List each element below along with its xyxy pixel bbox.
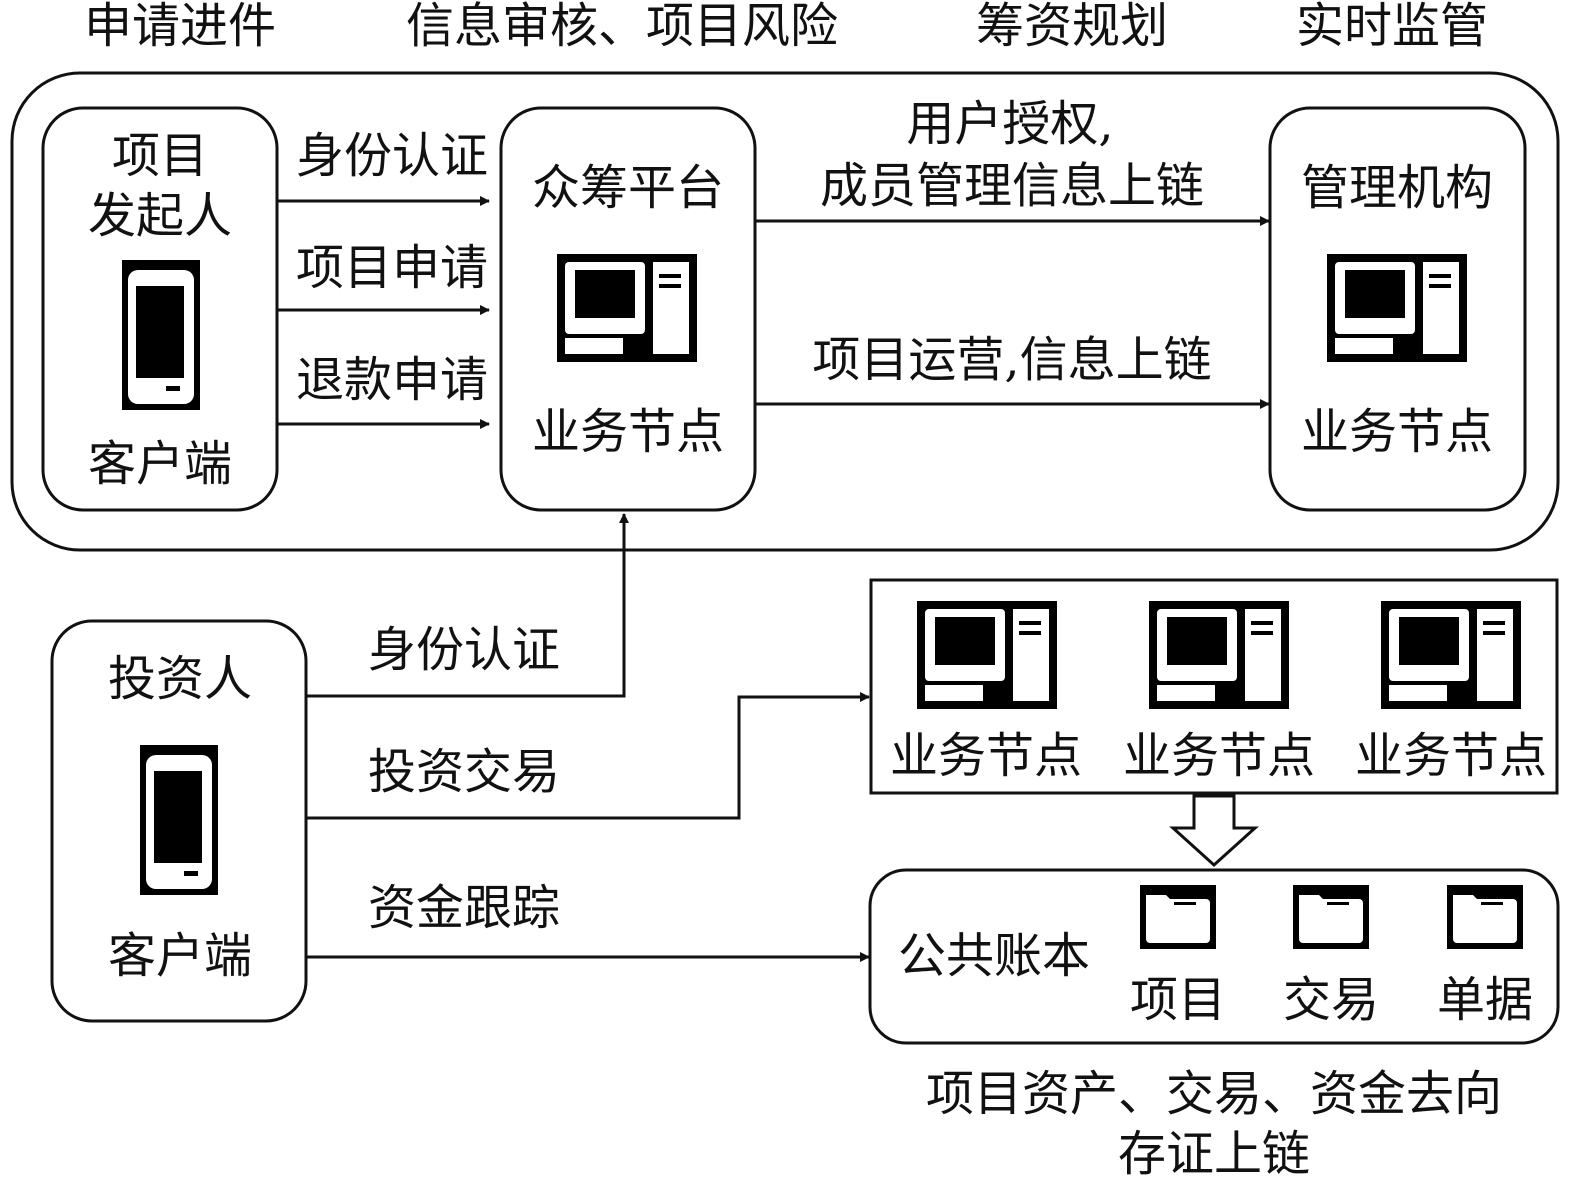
flow-label-refund-application: 退款申请 bbox=[296, 352, 488, 408]
computer-icon bbox=[917, 601, 1057, 709]
caption-line2: 存证上链 bbox=[1118, 1126, 1310, 1182]
arrow-investor-identity bbox=[306, 513, 629, 698]
stage-label-supervision: 实时监管 bbox=[1296, 0, 1488, 54]
node-cluster-box bbox=[869, 578, 1559, 795]
stage-label-planning: 筹资规划 bbox=[976, 0, 1168, 54]
investor-device-label: 客户端 bbox=[108, 928, 252, 984]
ledger-item-receipt: 单据 bbox=[1437, 972, 1533, 1028]
cluster-node-label-1: 业务节点 bbox=[890, 728, 1082, 784]
folder-icon bbox=[1293, 885, 1369, 949]
flow-label-fund-tracking: 资金跟踪 bbox=[368, 880, 560, 936]
stage-label-application: 申请进件 bbox=[84, 0, 276, 54]
platform-box bbox=[499, 106, 757, 512]
initiator-device-label: 客户端 bbox=[88, 436, 232, 492]
hollow-down-arrow bbox=[1169, 794, 1259, 868]
flow-label-user-auth: 用户授权, bbox=[906, 96, 1113, 152]
ledger-item-trade: 交易 bbox=[1283, 972, 1379, 1028]
flow-label-member-info: 成员管理信息上链 bbox=[820, 158, 1204, 214]
caption-line1: 项目资产、交易、资金去向 bbox=[926, 1066, 1502, 1122]
flow-label-investment-trade: 投资交易 bbox=[368, 744, 560, 800]
computer-icon bbox=[1381, 601, 1521, 709]
regulator-box bbox=[1268, 106, 1527, 512]
arrow-investment-trade bbox=[306, 692, 870, 820]
regulator-node-label: 业务节点 bbox=[1301, 404, 1493, 460]
mobile-phone-icon bbox=[140, 745, 218, 895]
initiator-title-line2: 发起人 bbox=[88, 188, 232, 244]
ledger-title: 公共账本 bbox=[898, 928, 1090, 984]
ledger-item-project: 项目 bbox=[1130, 972, 1226, 1028]
flow-label-operation-info: 项目运营,信息上链 bbox=[812, 332, 1211, 388]
platform-title: 众筹平台 bbox=[532, 160, 724, 216]
computer-icon bbox=[1149, 601, 1289, 709]
stage-label-review: 信息审核、项目风险 bbox=[406, 0, 838, 54]
initiator-title-line1: 项目 bbox=[112, 128, 208, 184]
folder-icon bbox=[1140, 885, 1216, 949]
cluster-node-label-3: 业务节点 bbox=[1355, 728, 1547, 784]
flow-label-investor-identity: 身份认证 bbox=[368, 622, 560, 678]
cluster-node-label-2: 业务节点 bbox=[1123, 728, 1315, 784]
platform-node-label: 业务节点 bbox=[532, 404, 724, 460]
platform-container bbox=[10, 71, 1560, 552]
folder-icon bbox=[1447, 885, 1523, 949]
regulator-title: 管理机构 bbox=[1301, 160, 1493, 216]
flow-label-project-application: 项目申请 bbox=[296, 240, 488, 296]
computer-icon bbox=[557, 254, 697, 362]
ledger-box bbox=[868, 868, 1560, 1045]
investor-box bbox=[50, 619, 308, 1023]
flow-label-identity-auth: 身份认证 bbox=[296, 128, 488, 184]
mobile-phone-icon bbox=[122, 260, 200, 410]
investor-title: 投资人 bbox=[108, 651, 252, 707]
computer-icon bbox=[1327, 254, 1467, 362]
